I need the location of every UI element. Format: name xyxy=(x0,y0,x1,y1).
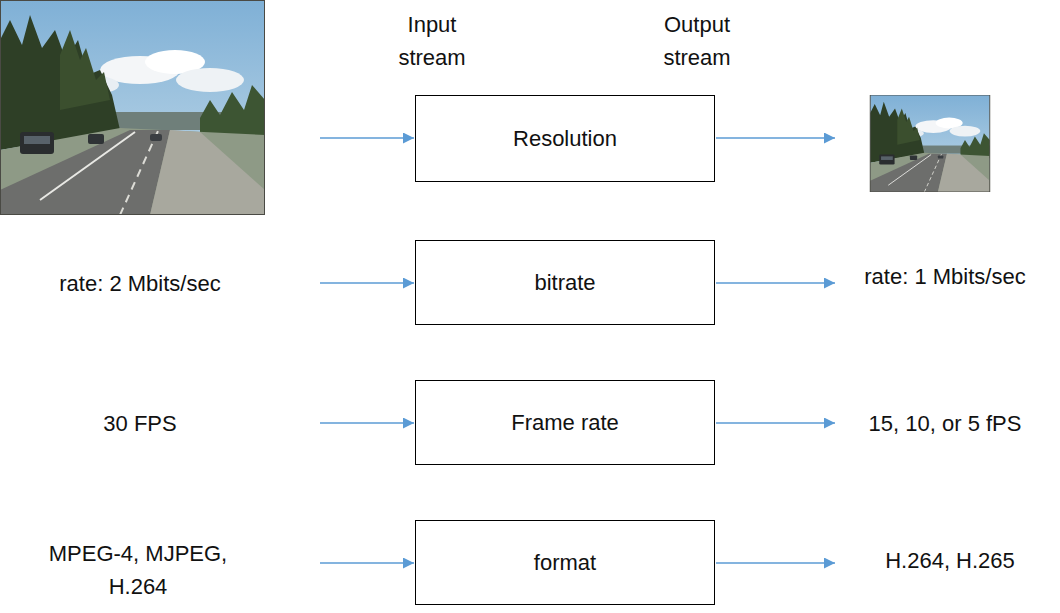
box-label: Frame rate xyxy=(501,405,629,441)
output-arrow xyxy=(716,422,835,424)
output-arrow xyxy=(716,562,835,564)
box-label: bitrate xyxy=(524,265,605,301)
process-box: Resolution xyxy=(415,95,715,182)
output-video-frame xyxy=(870,95,990,192)
input-arrow xyxy=(320,562,414,564)
box-label: format xyxy=(524,545,606,581)
process-box: Frame rate xyxy=(415,380,715,465)
stream-property: H.264, H.265 xyxy=(885,544,1015,577)
output-arrow xyxy=(716,137,835,139)
stream-property: rate: 2 Mbits/sec xyxy=(59,267,220,300)
stream-property: 15, 10, or 5 fPS xyxy=(869,407,1022,440)
input-arrow xyxy=(320,137,414,139)
process-box: bitrate xyxy=(415,240,715,325)
column-heading: Input stream xyxy=(382,8,482,74)
input-arrow xyxy=(320,422,414,424)
input-video-frame xyxy=(0,0,265,215)
stream-property: MPEG-4, MJPEG, H.264 xyxy=(38,537,238,603)
box-label: Resolution xyxy=(503,121,627,157)
stream-property: rate: 1 Mbits/sec xyxy=(864,260,1025,293)
output-arrow xyxy=(716,282,835,284)
process-box: format xyxy=(415,520,715,605)
stream-property: 30 FPS xyxy=(103,407,176,440)
input-arrow xyxy=(320,282,414,284)
column-heading: Output stream xyxy=(647,8,747,74)
